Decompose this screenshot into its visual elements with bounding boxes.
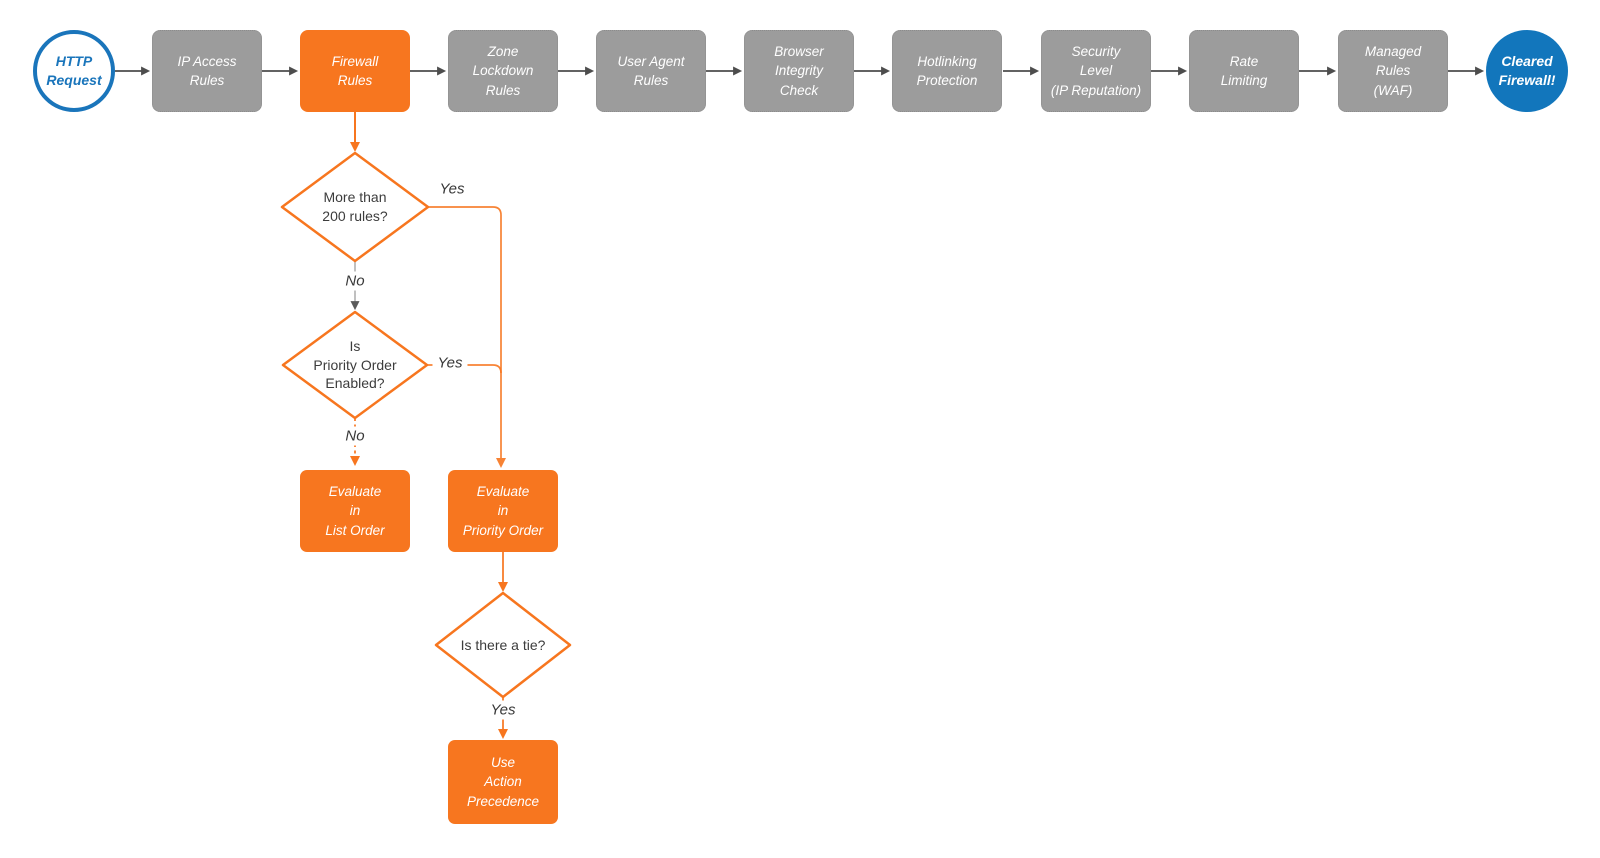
node-browser-integrity-check: Browser Integrity Check <box>744 30 854 112</box>
edge-label-yes-priority-order: Yes <box>432 353 468 373</box>
edge-label-yes-tie: Yes <box>485 700 521 720</box>
node-managed-rules-waf: Managed Rules (WAF) <box>1338 30 1448 112</box>
node-zone-lockdown-rules: Zone Lockdown Rules <box>448 30 558 112</box>
node-evaluate-priority-order: Evaluate in Priority Order <box>448 470 558 552</box>
http-request-label: HTTP Request <box>46 53 102 88</box>
stage-label: Zone Lockdown Rules <box>472 44 534 98</box>
node-http-request: HTTP Request <box>33 30 115 112</box>
stage-label: Hotlinking Protection <box>916 53 978 88</box>
node-firewall-rules: Firewall Rules <box>300 30 410 112</box>
stage-label: IP Access Rules <box>177 53 237 88</box>
process-label: Evaluate in Priority Order <box>462 484 544 538</box>
stage-label: Browser Integrity Check <box>774 44 824 98</box>
node-hotlinking-protection: Hotlinking Protection <box>892 30 1002 112</box>
node-user-agent-rules: User Agent Rules <box>596 30 706 112</box>
node-cleared-firewall: Cleared Firewall! <box>1486 30 1568 112</box>
node-evaluate-list-order: Evaluate in List Order <box>300 470 410 552</box>
stage-label: Security Level (IP Reputation) <box>1050 44 1142 98</box>
stage-label: Firewall Rules <box>331 53 379 88</box>
cleared-firewall-label: Cleared Firewall! <box>1498 53 1556 88</box>
process-label: Use Action Precedence <box>466 755 540 809</box>
decision-tie-label: Is there a tie? <box>460 636 546 653</box>
stage-label: User Agent Rules <box>617 53 685 88</box>
edge-label-yes-rule-count: Yes <box>439 180 465 198</box>
node-use-action-precedence: Use Action Precedence <box>448 740 558 824</box>
node-rate-limiting: Rate Limiting <box>1189 30 1299 112</box>
decision-rule-count-label: More than 200 rules? <box>322 189 388 224</box>
node-ip-access-rules: IP Access Rules <box>152 30 262 112</box>
decision-priority-order-label: Is Priority Order Enabled? <box>313 337 397 392</box>
stage-label: Rate Limiting <box>1220 53 1268 88</box>
stage-label: Managed Rules (WAF) <box>1364 44 1422 98</box>
edge-label-no-priority-order: No <box>340 426 370 446</box>
edge-label-no-rule-count: No <box>340 271 370 291</box>
node-security-level: Security Level (IP Reputation) <box>1041 30 1151 112</box>
process-label: Evaluate in List Order <box>325 484 385 538</box>
edge-yes-rule-count-to-priority-order-process <box>428 206 506 468</box>
